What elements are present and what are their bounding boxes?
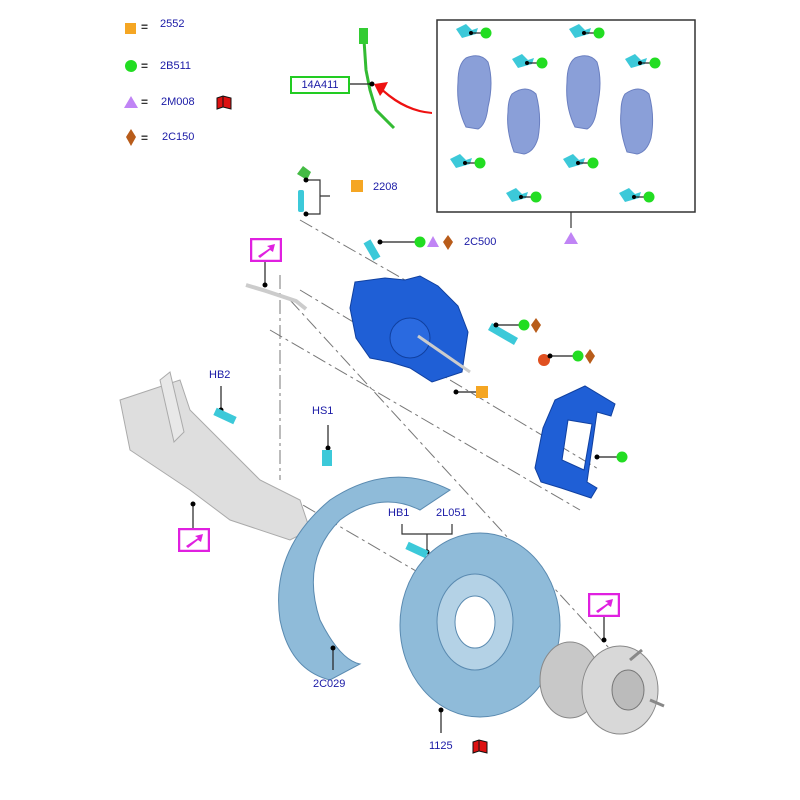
service-manual-book-icon[interactable] [471, 739, 489, 755]
marker-diamond [585, 349, 595, 364]
marker-circle [587, 157, 599, 169]
brake-pad [457, 55, 492, 130]
marker-circle [593, 27, 605, 39]
red-curved-arrow [374, 82, 432, 114]
brake-pad [620, 88, 654, 155]
pad-kit-triangle-marker [564, 232, 578, 244]
marker-diamond [531, 318, 541, 333]
wheel-hub [539, 641, 665, 735]
marker-circle [474, 157, 486, 169]
marker-circle [536, 57, 548, 69]
brake-pad [507, 88, 541, 155]
marker-circle [572, 350, 584, 362]
marker-circle [414, 236, 426, 248]
wear-sensor-callout[interactable]: 14A411 [290, 76, 350, 94]
legend-equals: = [141, 59, 149, 73]
external-link-arrow-icon[interactable] [178, 528, 210, 552]
part-label-brake-disc[interactable]: 1125 [429, 740, 453, 752]
brake-pad [566, 55, 601, 130]
pad-clip [619, 188, 641, 202]
legend-triangle-symbol [124, 96, 138, 108]
steering-knuckle [119, 379, 311, 541]
legend-equals: = [141, 20, 149, 34]
wear-sensor-connector [359, 28, 368, 44]
part-label-dust-shield[interactable]: 2C029 [313, 678, 346, 690]
pad-clip [625, 54, 647, 68]
pad-clip [450, 154, 472, 168]
pad-clip [512, 54, 534, 68]
marker-circle [480, 27, 492, 39]
wear-sensor-wire [362, 39, 396, 130]
legend-square-symbol [125, 23, 136, 34]
part-label-hb1[interactable]: HB1 [388, 507, 410, 519]
caliper-square-marker [476, 386, 488, 398]
marker-triangle [427, 236, 439, 247]
service-manual-book-icon[interactable] [215, 95, 233, 111]
pad-clip [563, 154, 585, 168]
marker-circle [518, 319, 530, 331]
marker-circle [616, 451, 628, 463]
part-label-bleeder[interactable]: 2208 [373, 181, 398, 193]
part-label-hs1[interactable]: HS1 [312, 405, 334, 417]
pad-clip [506, 188, 528, 202]
external-link-arrow-icon[interactable] [250, 238, 282, 262]
legend-code-2m008: 2M008 [161, 96, 195, 108]
legend-diamond-symbol [126, 129, 136, 146]
part-label-2l051[interactable]: 2L051 [436, 507, 467, 519]
legend-code-2c150: 2C150 [162, 131, 195, 143]
pad-clip [456, 24, 478, 38]
marker-diamond [443, 235, 453, 250]
legend-equals: = [141, 131, 149, 145]
marker-circle [530, 191, 542, 203]
marker-circle [649, 57, 661, 69]
marker-circle [643, 191, 655, 203]
bleeder-square-marker [351, 180, 363, 192]
caliper-bracket [534, 385, 616, 499]
part-label-hb2[interactable]: HB2 [209, 369, 231, 381]
external-link-arrow-icon[interactable] [588, 593, 620, 617]
legend-equals: = [141, 95, 149, 109]
legend-code-2552: 2552 [160, 18, 185, 30]
legend-circle-symbol [125, 60, 137, 72]
pad-clip [569, 24, 591, 38]
part-label-caliper-bolt[interactable]: 2C500 [464, 236, 497, 248]
legend-code-2b511: 2B511 [160, 60, 191, 72]
dust-shield [278, 476, 451, 681]
